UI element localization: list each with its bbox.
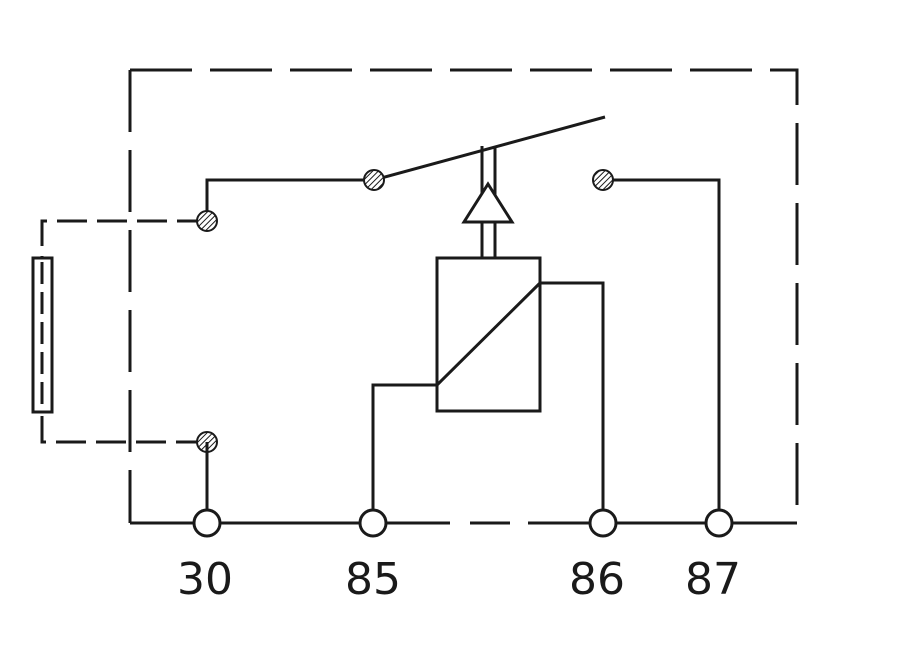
terminal-86 (588, 508, 618, 538)
switch (196, 115, 721, 523)
housing-top-right-edge (130, 68, 799, 523)
wire-nc-contact-to-87 (603, 178, 721, 523)
fuse-contact-top (196, 210, 218, 232)
wire-coil-to-86 (540, 281, 605, 523)
wire-common-to-switch (205, 178, 374, 221)
wire-coil-to-85 (371, 383, 437, 523)
terminal-label-87: 87 (685, 554, 741, 605)
actuator-arrow-icon (461, 181, 515, 224)
fuse (31, 219, 207, 444)
switch-contact-87 (592, 169, 614, 191)
terminal-85 (358, 508, 388, 538)
terminal-87 (704, 508, 734, 538)
terminal-30 (192, 508, 222, 538)
terminal-label-30: 30 (177, 554, 233, 605)
fuse-wire (40, 219, 207, 444)
switch-blade (373, 115, 606, 182)
terminal-label-85: 85 (345, 554, 401, 605)
terminals (192, 508, 734, 538)
terminal-labels: 30 85 86 87 (177, 554, 741, 605)
terminal-label-86: 86 (569, 554, 625, 605)
relay-housing (128, 68, 799, 525)
relay-coil (371, 256, 605, 523)
coil-diagonal (435, 281, 542, 387)
actuator-linkage (461, 146, 515, 258)
switch-pivot-contact (363, 169, 385, 191)
